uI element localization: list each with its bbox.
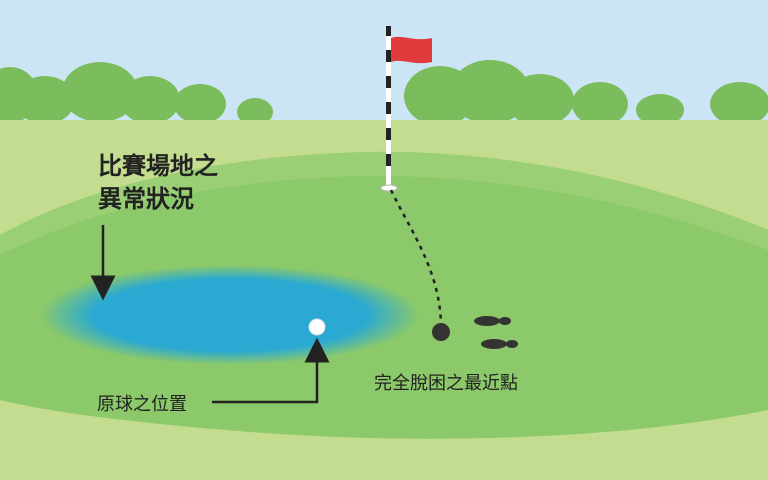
- abnormal-course-condition-area: [40, 265, 420, 365]
- tree-line: [0, 60, 768, 126]
- nearest-relief-label: 完全脫困之最近點: [374, 373, 518, 394]
- putting-green: [0, 151, 768, 255]
- condition-title: 比賽場地之 異常狀況: [98, 150, 218, 216]
- ball-position-arrow: [212, 337, 330, 404]
- nearest-relief-point-marker: [432, 323, 450, 341]
- dotted-path: [389, 189, 443, 326]
- footprints-icon: [474, 316, 518, 349]
- golf-ball: [308, 318, 326, 336]
- red-flag: [391, 36, 432, 64]
- condition-title-line1: 比賽場地之: [98, 152, 218, 180]
- flagstick: [380, 26, 398, 192]
- ball-position-label: 原球之位置: [97, 394, 187, 415]
- condition-title-line2: 異常狀況: [98, 185, 194, 213]
